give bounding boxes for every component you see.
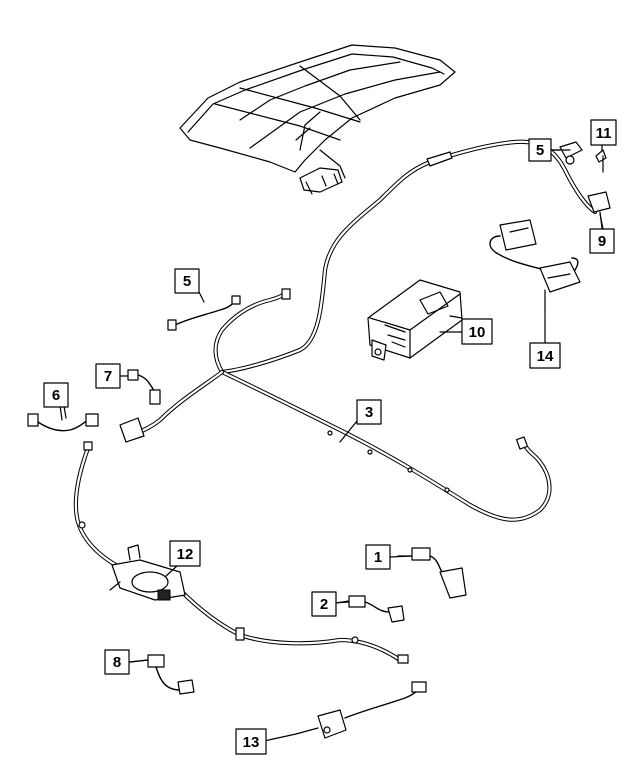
callout-13: 13 bbox=[235, 728, 267, 755]
callout-5: 5 bbox=[174, 268, 200, 294]
callout-7: 7 bbox=[95, 363, 121, 389]
part-14-harness bbox=[489, 219, 581, 316]
convertible-top bbox=[179, 44, 456, 195]
callout-1: 1 bbox=[365, 544, 391, 570]
callout-label: 12 bbox=[177, 546, 194, 563]
callout-8: 8 bbox=[104, 649, 130, 675]
callout-3: 3 bbox=[356, 399, 382, 425]
part-5-harness bbox=[167, 295, 241, 331]
callout-label: 14 bbox=[537, 348, 554, 365]
callout-label: 2 bbox=[320, 596, 328, 613]
part-2-sensor bbox=[335, 595, 405, 623]
leader-lines bbox=[63, 149, 604, 742]
callout-12: 12 bbox=[169, 540, 201, 567]
callout-6: 6 bbox=[43, 382, 69, 408]
callout-label: 6 bbox=[52, 387, 60, 404]
callout-label: 1 bbox=[374, 549, 382, 566]
callout-10: 10 bbox=[461, 318, 493, 345]
callout-label: 9 bbox=[598, 233, 606, 250]
part-11-clip bbox=[595, 143, 607, 163]
part-10-module bbox=[367, 279, 463, 361]
callout-4: 5 bbox=[528, 138, 552, 162]
callout-9: 9 bbox=[589, 228, 615, 254]
callout-label: 5 bbox=[183, 273, 191, 290]
main-wiring-harness bbox=[129, 139, 598, 522]
part-1-sensor bbox=[397, 547, 467, 599]
part-7-harness bbox=[119, 369, 161, 443]
callout-label: 7 bbox=[104, 368, 112, 385]
callout-label: 13 bbox=[243, 734, 260, 751]
part-13-sensor bbox=[295, 681, 427, 739]
callout-label: 3 bbox=[365, 404, 373, 421]
callout-label: 8 bbox=[113, 654, 121, 671]
callout-label: 10 bbox=[469, 324, 486, 341]
part-6-harness bbox=[27, 404, 99, 432]
part-8-sensor bbox=[129, 654, 195, 695]
callout-11: 11 bbox=[590, 119, 617, 146]
callout-2: 2 bbox=[311, 591, 337, 617]
callout-14: 14 bbox=[529, 342, 561, 369]
callout-label: 11 bbox=[596, 125, 612, 142]
callout-label: 5 bbox=[536, 142, 544, 159]
actuator-cable-assembly bbox=[73, 441, 409, 664]
